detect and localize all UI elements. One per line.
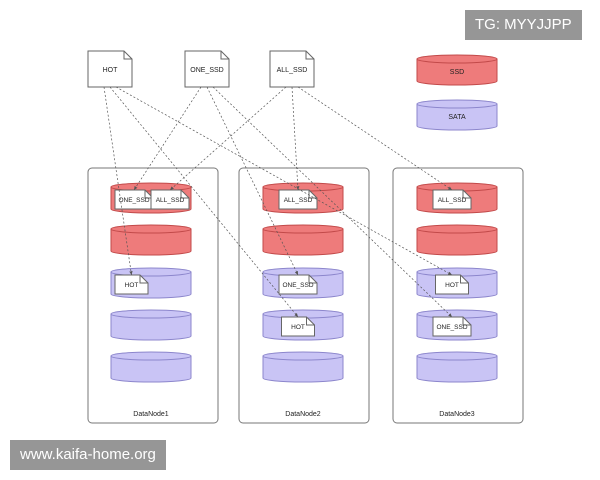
datanode-3-replica-all_ssd-paper [432, 189, 472, 210]
policy-documents: HOT ONE_SSD ALL_SSD [87, 50, 315, 88]
datanode-3: DataNode3 ALL_SSD HOT ONE_SSD [392, 167, 524, 424]
datanode-1-replica-hot: HOT [114, 274, 149, 295]
datanode-3-disk-5-sata-top [416, 351, 498, 361]
legend-ssd-label: SSD [450, 69, 464, 76]
arrow-all_ssd-3 [297, 86, 453, 191]
policy-one_ssd-document-fold [220, 51, 229, 60]
datanode-1: DataNode1 ONE_SSD ALL_SSD HOT [87, 167, 219, 424]
policy-hot-document-paper [87, 50, 133, 88]
datanode-2-replica-all_ssd-fold [308, 190, 317, 199]
policy-one_ssd-document: ONE_SSD [184, 50, 230, 88]
datanode-3-replica-all_ssd-fold [462, 190, 471, 199]
arrow-all_ssd-1 [169, 86, 287, 191]
legend-sata-cylinder [416, 99, 498, 131]
replica-arrows [103, 86, 453, 318]
datanode-3-replica-hot: HOT [435, 274, 469, 295]
policy-all_ssd-document-paper [269, 50, 315, 88]
arrow-one_ssd-1 [133, 86, 202, 191]
datanode-3-disk-5-sata [416, 351, 498, 383]
datanode-2-disk-5-sata [262, 351, 344, 383]
legend-ssd-cylinder [416, 54, 498, 86]
datanode-1-replica-hot-fold [139, 275, 148, 284]
datanode-2-replica-all_ssd-paper [278, 189, 318, 210]
datanode-1-disk-5-sata [110, 351, 192, 383]
datanode-1-disk-2-ssd [110, 224, 192, 256]
datanode-2-disk-5-sata-top [262, 351, 344, 361]
datanode-3-disk-5-sata-body [416, 355, 498, 383]
datanode-2-disk-5-sata-body [262, 355, 344, 383]
datanode-2-replica-one_ssd-label: ONE_SSD [282, 282, 313, 289]
datanode-3-disk-2-ssd-top [416, 224, 498, 234]
datanode-1-disk-5-sata-body [110, 355, 192, 383]
datanode-1-disk-4-sata-body [110, 313, 192, 341]
datanode-3-replica-all_ssd-label: ALL_SSD [438, 197, 467, 204]
arrow-hot-2 [109, 86, 299, 318]
datanode-1-disk-2-ssd-top [110, 224, 192, 234]
policy-all_ssd-document-fold [305, 51, 314, 60]
watermark-top: TG: MYYJJPP [465, 10, 582, 40]
datanode-2-disk-2-ssd [262, 224, 344, 256]
datanode-1-replica-one_ssd: ONE_SSD [114, 189, 154, 210]
arrow-hot-3 [115, 86, 453, 276]
policy-all_ssd-document: ALL_SSD [269, 50, 315, 88]
datanode-2-replica-one_ssd-paper [278, 274, 318, 295]
datanode-1-disk-4-sata-top [110, 309, 192, 319]
datanode-1-label: DataNode1 [133, 411, 169, 418]
datanode-2-disk-2-ssd-top [262, 224, 344, 234]
datanode-1-replica-all_ssd: ALL_SSD [150, 189, 190, 210]
arrow-all_ssd-2 [291, 86, 300, 191]
policy-one_ssd-document-paper [184, 50, 230, 88]
datanode-1-replica-all_ssd-fold [180, 190, 189, 199]
datanode-1-disk-4-sata [110, 309, 192, 341]
legend-ssd-cylinder-body [416, 58, 498, 86]
datanode-3-replica-one_ssd: ONE_SSD [432, 316, 472, 337]
datanode-3-disk-2-ssd [416, 224, 498, 256]
datanode-2-replica-all_ssd-label: ALL_SSD [284, 197, 313, 204]
policy-all_ssd-document-label: ALL_SSD [277, 67, 308, 74]
datanode-3-replica-one_ssd-fold [462, 317, 471, 326]
datanode-3-replica-hot-label: HOT [445, 282, 459, 289]
datanode-2: DataNode2 ALL_SSD ONE_SSD HOT [238, 167, 370, 424]
datanode-3-disk-2-ssd-body [416, 228, 498, 256]
datanode-2-replica-hot-fold [306, 317, 315, 326]
datanode-1-replica-one_ssd-label: ONE_SSD [118, 197, 149, 204]
legend-sata-label: SATA [448, 114, 466, 121]
datanode-2-replica-one_ssd: ONE_SSD [278, 274, 318, 295]
datanode-1-replica-all_ssd-paper [150, 189, 190, 210]
watermark-bottom: www.kaifa-home.org [10, 440, 166, 470]
policy-hot-document: HOT [87, 50, 133, 88]
datanode-1-replica-all_ssd-label: ALL_SSD [156, 197, 185, 204]
datanode-1-replica-one_ssd-fold [144, 190, 153, 199]
arrow-one_ssd-3 [212, 86, 453, 318]
arrow-one_ssd-2 [206, 86, 299, 276]
datanode-2-replica-all_ssd: ALL_SSD [278, 189, 318, 210]
datanode-3-replica-all_ssd: ALL_SSD [432, 189, 472, 210]
datanode-3-replica-hot-fold [460, 275, 469, 284]
datanode-1-disk-5-sata-top [110, 351, 192, 361]
policy-hot-document-label: HOT [103, 67, 119, 74]
policy-hot-document-fold [123, 51, 132, 60]
datanode-1-disk-2-ssd-body [110, 228, 192, 256]
datanode-2-disk-2-ssd-body [262, 228, 344, 256]
datanode-2-replica-one_ssd-fold [308, 275, 317, 284]
legend-sata-cylinder-top [416, 99, 498, 109]
data-nodes: DataNode1 ONE_SSD ALL_SSD HOT DataNode2 ALL_S… [87, 167, 524, 424]
legend: SSD SATA [416, 54, 498, 131]
datanode-2-replica-hot: HOT [281, 316, 315, 337]
datanode-2-replica-hot-label: HOT [291, 324, 305, 331]
datanode-3-label: DataNode3 [439, 411, 475, 418]
legend-ssd-cylinder-top [416, 54, 498, 64]
policy-one_ssd-document-label: ONE_SSD [190, 67, 223, 74]
datanode-1-replica-hot-label: HOT [125, 282, 139, 289]
datanode-3-replica-one_ssd-paper [432, 316, 472, 337]
datanode-2-label: DataNode2 [285, 411, 321, 418]
legend-sata-cylinder-body [416, 103, 498, 131]
datanode-3-replica-one_ssd-label: ONE_SSD [436, 324, 467, 331]
